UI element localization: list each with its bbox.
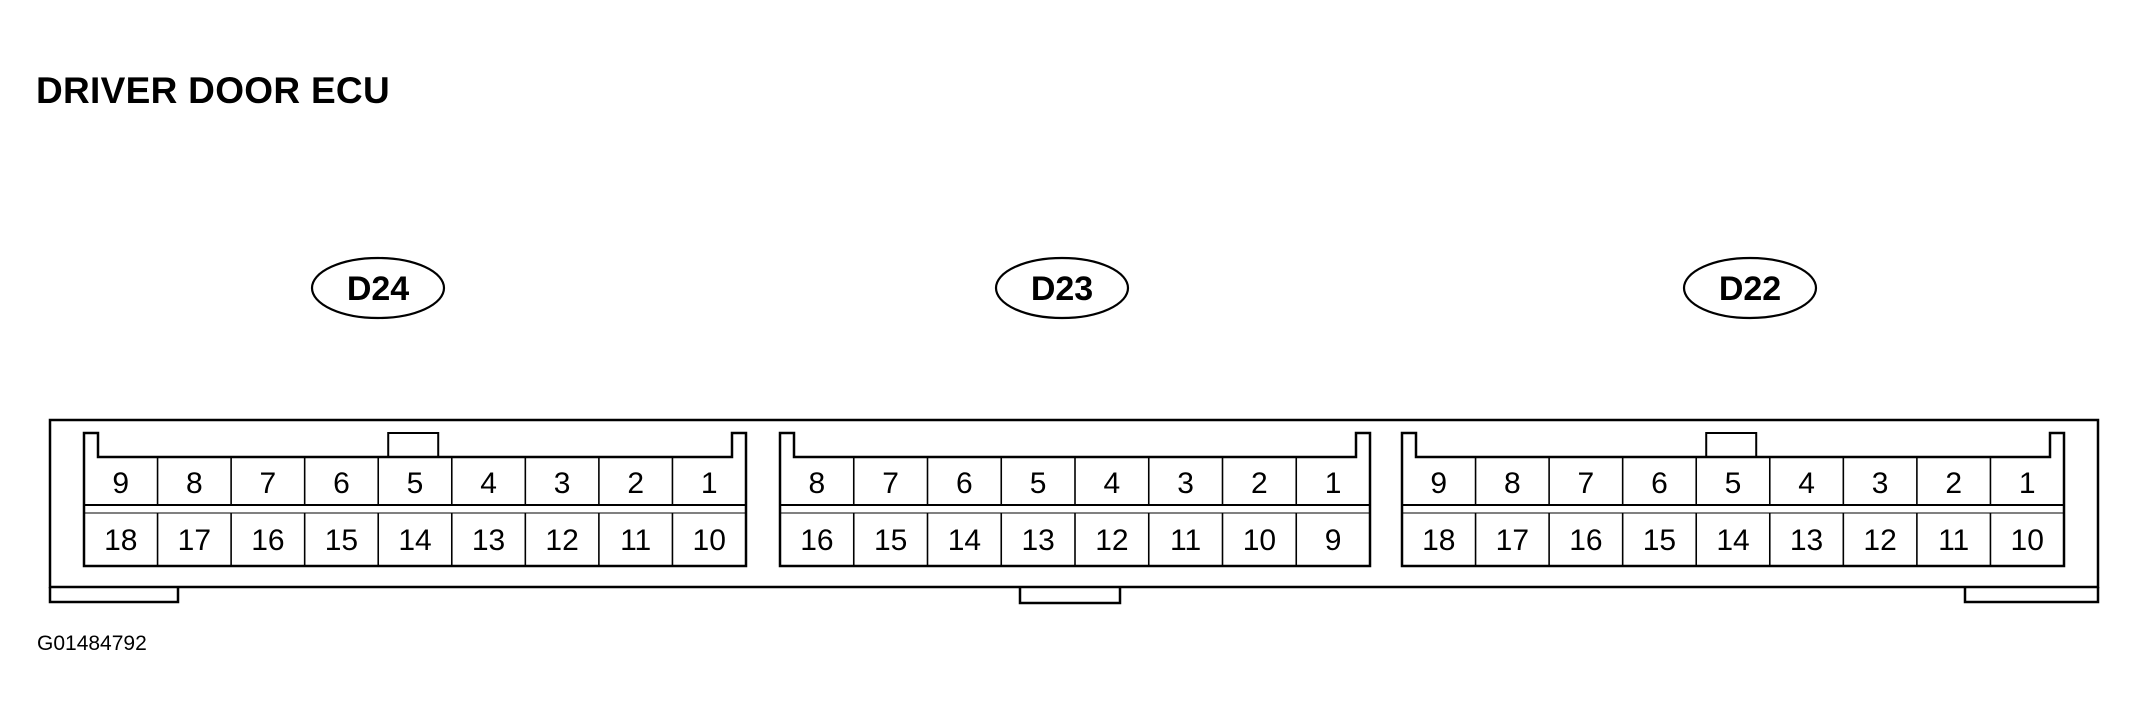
pin-number: 1 [701, 467, 718, 500]
pin-number: 8 [809, 467, 826, 500]
pin-number: 11 [620, 524, 651, 557]
pin-number: 6 [333, 467, 350, 500]
pin-number: 16 [251, 524, 284, 557]
pin-number: 8 [186, 467, 203, 500]
connector-d24: D24 9 8 7 6 5 4 3 2 1 18 17 16 15 14 13 12 11 10 [82, 256, 748, 568]
pin-number: 3 [1177, 467, 1194, 500]
pin-number: 12 [1863, 524, 1896, 557]
pin-number: 5 [407, 467, 424, 500]
pin-number: 4 [1104, 467, 1121, 500]
pin-number: 9 [112, 467, 129, 500]
pin-number: 4 [1798, 467, 1815, 500]
pin-number: 8 [1504, 467, 1521, 500]
connector-label-ellipse [994, 256, 1130, 320]
pin-number: 16 [800, 524, 833, 557]
pin-number: 14 [398, 524, 431, 557]
connector-label-ellipse [1682, 256, 1818, 320]
pin-number: 5 [1725, 467, 1742, 500]
ecu-housing [48, 418, 2100, 605]
pin-number: 17 [178, 524, 211, 557]
pin-number: 18 [1422, 524, 1455, 557]
connector-label: D24 [347, 270, 409, 308]
page-title: DRIVER DOOR ECU [36, 70, 390, 111]
pin-number: 3 [554, 467, 571, 500]
pin-number: 15 [1643, 524, 1676, 557]
pin-number: 6 [1651, 467, 1668, 500]
pin-number: 13 [1021, 524, 1054, 557]
connector-body [778, 431, 1372, 568]
pin-number: 6 [956, 467, 973, 500]
connector-label: D22 [1719, 270, 1781, 308]
pin-number: 11 [1938, 524, 1969, 557]
pin-number: 14 [1716, 524, 1749, 557]
pin-number: 2 [1945, 467, 1962, 500]
pin-number: 10 [693, 524, 726, 557]
pin-number: 18 [104, 524, 137, 557]
pin-number: 15 [874, 524, 907, 557]
pin-number: 10 [1243, 524, 1276, 557]
key-notch [1705, 432, 1758, 457]
pin-number: 9 [1325, 524, 1342, 557]
pin-number: 9 [1430, 467, 1447, 500]
pin-number: 1 [1325, 467, 1342, 500]
pin-number: 10 [2011, 524, 2044, 557]
pin-number: 16 [1569, 524, 1602, 557]
connector-d22: D22 9 8 7 6 5 4 3 2 1 18 17 16 15 14 13 12 11 10 [1400, 256, 2066, 568]
connector-d23: D23 8 7 6 5 4 3 2 1 16 15 14 13 12 11 10 9 [778, 256, 1372, 568]
connector-label: D23 [1031, 270, 1093, 308]
pin-number: 4 [480, 467, 497, 500]
pin-number: 12 [1095, 524, 1128, 557]
pin-number: 7 [260, 467, 277, 500]
pin-number: 13 [472, 524, 505, 557]
pin-number: 2 [1251, 467, 1268, 500]
pin-number: 1 [2019, 467, 2036, 500]
pin-number: 7 [1578, 467, 1595, 500]
pin-number: 5 [1030, 467, 1047, 500]
pin-number: 11 [1170, 524, 1201, 557]
pin-number: 7 [882, 467, 899, 500]
connector-label-ellipse [310, 256, 446, 320]
figure-id: G01484792 [37, 632, 147, 655]
key-notch [387, 432, 440, 457]
pin-number: 14 [948, 524, 981, 557]
pin-number: 17 [1496, 524, 1529, 557]
pin-number: 13 [1790, 524, 1823, 557]
pin-number: 3 [1872, 467, 1889, 500]
pin-number: 15 [325, 524, 358, 557]
pin-number: 12 [545, 524, 578, 557]
pin-number: 2 [627, 467, 644, 500]
